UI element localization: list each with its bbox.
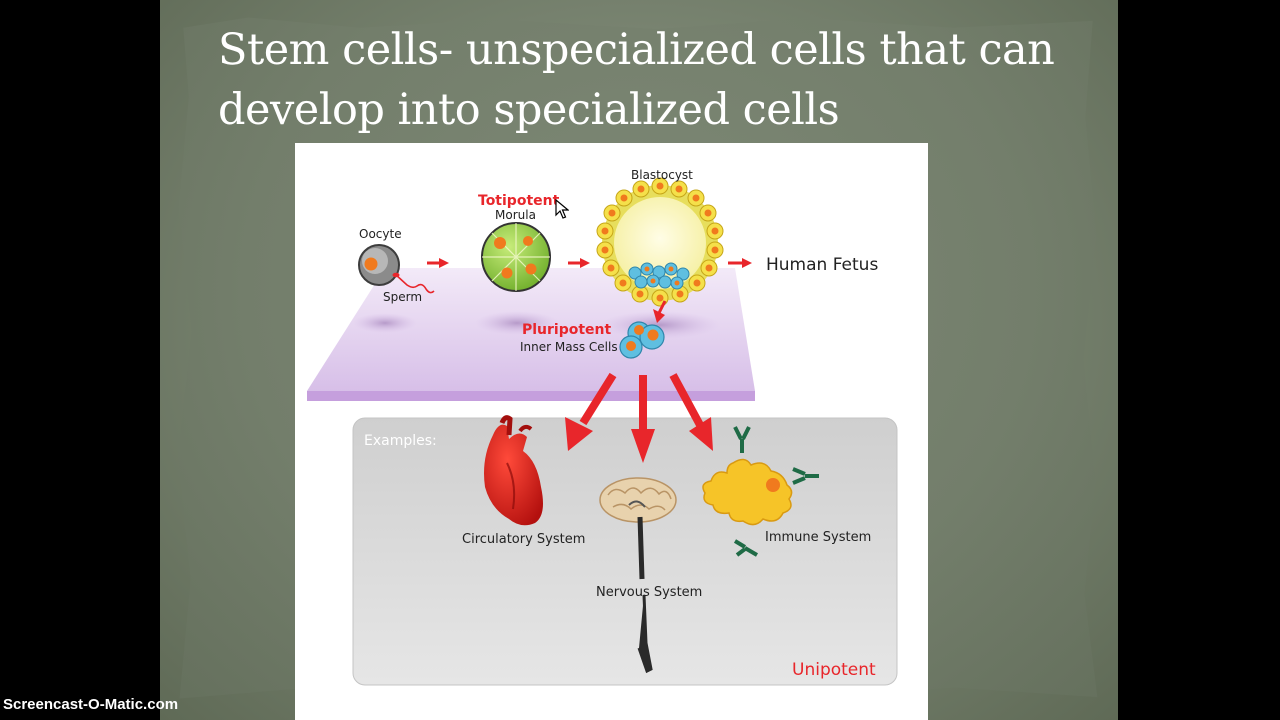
morula-cell <box>481 222 551 292</box>
arrow-to-circulatory <box>565 372 617 451</box>
mouse-cursor-icon <box>555 198 570 223</box>
immune-label: Immune System <box>765 530 871 545</box>
slide-title: Stem cells- unspecialized cells that can… <box>218 20 1078 140</box>
human-fetus-label: Human Fetus <box>766 255 878 275</box>
blastocyst-label: Blastocyst <box>631 168 693 182</box>
arrow-blastocyst-to-fetus <box>728 258 752 268</box>
pluripotent-label: Pluripotent <box>522 322 612 338</box>
arrow-morula-to-blastocyst <box>568 258 590 268</box>
sperm-cell <box>392 272 435 294</box>
antibody-icon <box>733 426 819 557</box>
arrow-oocyte-to-morula <box>427 258 449 268</box>
arrow-to-inner-mass <box>653 300 667 323</box>
title-line-1: Stem cells- unspecialized cells that can <box>218 25 1055 75</box>
examples-label: Examples: <box>364 433 437 449</box>
unipotent-label: Unipotent <box>792 660 876 680</box>
inner-mass-label: Inner Mass Cells <box>520 340 618 354</box>
arrow-to-immune <box>669 373 713 451</box>
arrow-to-nervous <box>631 375 655 463</box>
watermark: Screencast-O-Matic.com <box>3 696 179 713</box>
brain-icon <box>599 477 677 523</box>
inner-mass-cells <box>619 321 665 359</box>
oocyte-label: Oocyte <box>359 227 402 241</box>
oocyte-cell <box>358 244 400 286</box>
title-line-2: develop into specialized cells <box>218 85 840 135</box>
immune-cell-icon <box>702 458 793 526</box>
heart-icon <box>484 415 543 526</box>
stem-cell-diagram: Oocyte Sperm <box>295 143 928 720</box>
examples-panel <box>352 417 898 686</box>
sperm-label: Sperm <box>383 290 422 304</box>
circulatory-label: Circulatory System <box>462 532 585 547</box>
morula-label: Morula <box>495 208 536 222</box>
totipotent-label: Totipotent <box>478 193 560 209</box>
nervous-label: Nervous System <box>596 585 702 600</box>
spinal-cord-icon <box>637 516 653 674</box>
blastocyst-cell <box>596 177 724 307</box>
